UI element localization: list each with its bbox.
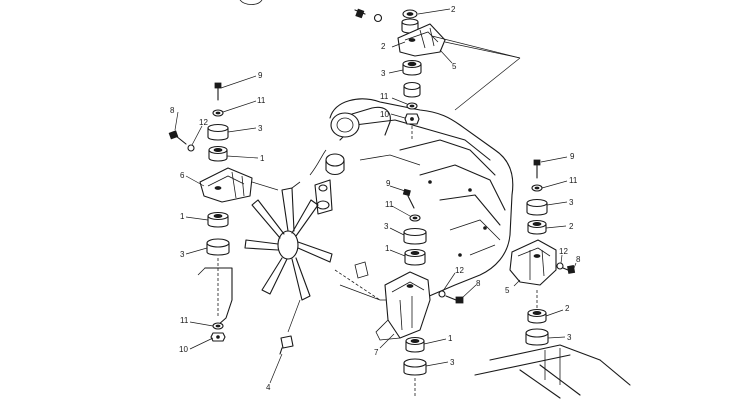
callout-5: 5 xyxy=(505,286,510,295)
callout-10: 10 xyxy=(179,345,188,354)
callout-7: 7 xyxy=(374,348,379,357)
callout-2: 2 xyxy=(451,5,456,14)
callout-3: 3 xyxy=(381,69,386,78)
callout-3: 3 xyxy=(258,124,263,133)
callout-11: 11 xyxy=(257,96,266,105)
callout-1: 1 xyxy=(385,244,390,253)
callout-1: 1 xyxy=(260,154,265,163)
left-mount-stack xyxy=(168,82,279,342)
callout-1: 1 xyxy=(448,334,453,343)
middle-mount-stack xyxy=(375,188,464,398)
cooling-fan xyxy=(244,181,381,301)
callout-11: 11 xyxy=(569,176,578,185)
leader-lines xyxy=(174,8,577,384)
callout-3: 3 xyxy=(567,333,572,342)
callout-9: 9 xyxy=(258,71,263,80)
callout-11: 11 xyxy=(380,92,389,101)
right-mount-stack xyxy=(474,159,631,399)
callout-3: 3 xyxy=(569,198,574,207)
callout-9: 9 xyxy=(386,179,391,188)
callout-11: 11 xyxy=(385,200,394,209)
callout-1: 1 xyxy=(180,212,185,221)
engine-block xyxy=(309,98,514,301)
callout-2: 2 xyxy=(569,222,574,231)
sensor-part-4 xyxy=(279,299,301,355)
callout-3: 3 xyxy=(384,222,389,231)
clipped-part-outline xyxy=(239,0,263,5)
callout-8: 8 xyxy=(476,279,481,288)
callout-11: 11 xyxy=(180,316,189,325)
callout-3: 3 xyxy=(180,250,185,259)
callout-10: 10 xyxy=(380,110,389,119)
callout-12: 12 xyxy=(199,118,208,127)
callout-8: 8 xyxy=(170,106,175,115)
callout-5: 5 xyxy=(452,62,457,71)
callout-12: 12 xyxy=(559,247,568,256)
callout-9: 9 xyxy=(570,152,575,161)
callout-3: 3 xyxy=(450,358,455,367)
top-mount-stack xyxy=(354,8,521,140)
callout-2: 2 xyxy=(565,304,570,313)
callout-2: 2 xyxy=(381,42,386,51)
callout-4: 4 xyxy=(266,383,271,392)
callout-labels: 2 2 5 3 11 10 9 11 8 12 3 1 6 1 3 11 10 … xyxy=(170,5,581,392)
callout-8: 8 xyxy=(576,255,581,264)
callout-12: 12 xyxy=(455,266,464,275)
callout-6: 6 xyxy=(180,171,185,180)
